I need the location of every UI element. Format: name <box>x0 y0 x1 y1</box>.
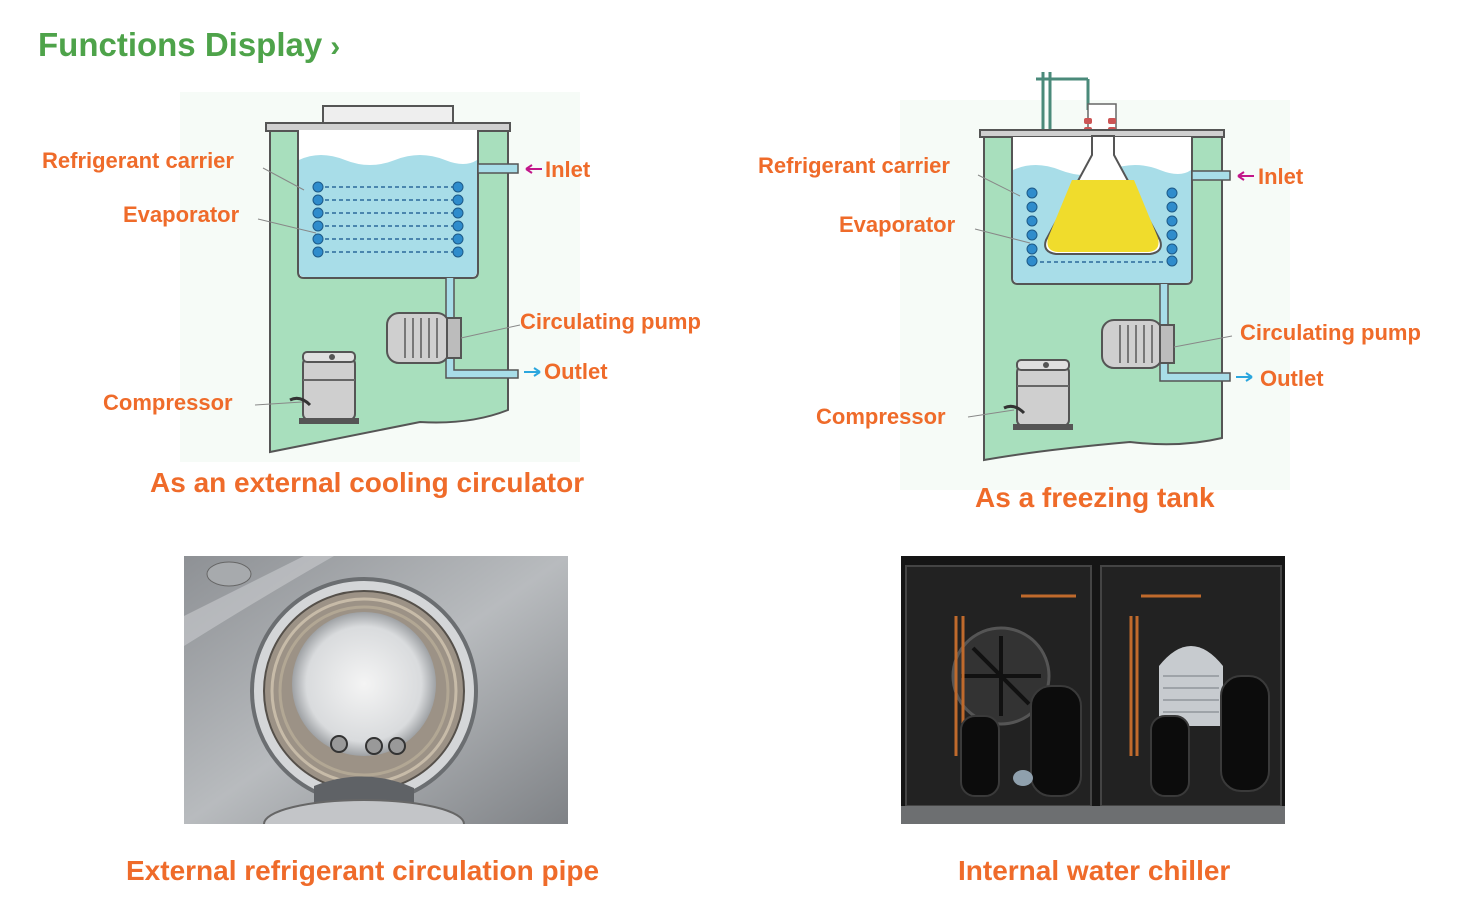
evaporator-coil <box>318 186 458 253</box>
caption-external-refrigerant-circulation-pipe: External refrigerant circulation pipe <box>126 855 600 886</box>
label-evaporator: Evaporator <box>123 202 240 227</box>
inlet-arrow-icon <box>525 164 542 174</box>
label-compressor: Compressor <box>816 404 946 429</box>
circulating-pump-icon <box>1101 319 1175 369</box>
label-inlet: Inlet <box>545 157 591 182</box>
caption-freezing-tank: As a freezing tank <box>975 482 1215 513</box>
compressor-icon <box>289 351 359 424</box>
label-circulating-pump: Circulating pump <box>520 309 701 334</box>
label-refrigerant-carrier: Refrigerant carrier <box>42 148 234 173</box>
inlet-pipe <box>1191 170 1231 181</box>
coil-dots <box>312 181 464 258</box>
internal-water-chiller-photo <box>901 556 1285 824</box>
label-circulating-pump: Circulating pump <box>1240 320 1421 345</box>
label-refrigerant-carrier: Refrigerant carrier <box>758 153 950 178</box>
inlet-pipe <box>477 163 519 174</box>
inlet-arrow-icon <box>1237 171 1254 181</box>
external-refrigerant-pipe-photo <box>184 556 568 824</box>
compressor-icon <box>1003 359 1073 430</box>
label-outlet: Outlet <box>544 359 608 384</box>
flask-liquid <box>1047 180 1159 252</box>
coil-dots <box>1026 187 1178 267</box>
tank-water <box>299 155 477 277</box>
circulating-pump-icon <box>386 312 462 364</box>
pipe-photo-illustration <box>184 556 568 824</box>
outlet-arrow-icon <box>524 367 541 377</box>
label-inlet: Inlet <box>1258 164 1304 189</box>
caption-external-cooling-circulator: As an external cooling circulator <box>150 467 585 498</box>
page-title-text: Functions Display <box>38 26 323 63</box>
chevron-right-icon: › <box>330 30 341 63</box>
label-outlet: Outlet <box>1260 366 1324 391</box>
page-title: Functions Display› <box>38 26 340 64</box>
flask-tubes <box>1036 72 1090 130</box>
label-compressor: Compressor <box>103 390 233 415</box>
label-evaporator: Evaporator <box>839 212 956 237</box>
outlet-arrow-icon <box>1236 372 1253 382</box>
chiller-photo-illustration <box>901 556 1285 824</box>
caption-internal-water-chiller: Internal water chiller <box>958 855 1231 886</box>
lid-handle <box>322 105 454 124</box>
